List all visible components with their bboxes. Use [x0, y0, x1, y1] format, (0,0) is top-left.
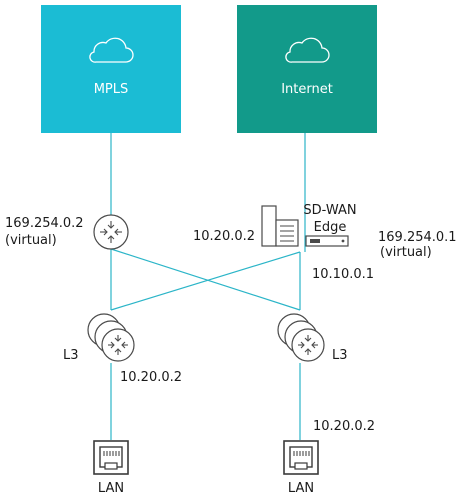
- l3-right-label: L3: [332, 348, 348, 363]
- router-arrows: [108, 335, 128, 355]
- router-arrows: [100, 221, 122, 243]
- router-arrows: [298, 335, 318, 355]
- wire-edge-left-l3: [110, 251, 301, 311]
- internet-label: Internet: [281, 82, 333, 97]
- sdwan-edge: SD-WAN Edge 10.20.0.2 169.254.0.1 (virtu…: [193, 203, 457, 282]
- appliance-icon: [305, 235, 349, 247]
- sdwan-ip-left: 10.20.0.2: [193, 229, 255, 244]
- ethernet-port-icon: [93, 440, 129, 475]
- internet-box-bg: [237, 5, 377, 133]
- sdwan-ip-right: 169.254.0.1: [378, 230, 457, 245]
- router-top-left: 169.254.0.2 (virtual): [5, 214, 129, 250]
- lan-right: LAN: [283, 440, 319, 496]
- wire-router-right-l3: [110, 248, 301, 311]
- router-icon: [291, 328, 325, 362]
- sdwan-title-2: Edge: [314, 220, 347, 235]
- server-icon: [261, 205, 299, 247]
- lan-left: LAN: [93, 440, 129, 496]
- router-note: (virtual): [5, 233, 57, 248]
- cloud-icon: [285, 37, 330, 63]
- l3-left-label: L3: [63, 348, 79, 363]
- sdwan-ip-below: 10.10.0.1: [312, 267, 374, 282]
- mpls-label: MPLS: [94, 82, 129, 97]
- router-icon: [93, 214, 129, 250]
- l3-left-ip: 10.20.0.2: [120, 370, 182, 385]
- l3-right: L3 10.20.0.2: [277, 313, 375, 434]
- internet-box: Internet: [237, 5, 377, 133]
- router-icon: [101, 328, 135, 362]
- router-ip: 169.254.0.2: [5, 216, 84, 231]
- wires: [110, 133, 306, 440]
- ethernet-port-icon: [283, 440, 319, 475]
- lan-left-label: LAN: [98, 481, 124, 496]
- lan-right-label: LAN: [288, 481, 314, 496]
- mpls-box: MPLS: [41, 5, 181, 133]
- sdwan-note-right: (virtual): [380, 245, 432, 260]
- l3-left: L3 10.20.0.2: [63, 313, 182, 385]
- l3-right-ip: 10.20.0.2: [313, 419, 375, 434]
- cloud-icon: [89, 37, 134, 63]
- sdwan-title-1: SD-WAN: [303, 203, 356, 218]
- mpls-box-bg: [41, 5, 181, 133]
